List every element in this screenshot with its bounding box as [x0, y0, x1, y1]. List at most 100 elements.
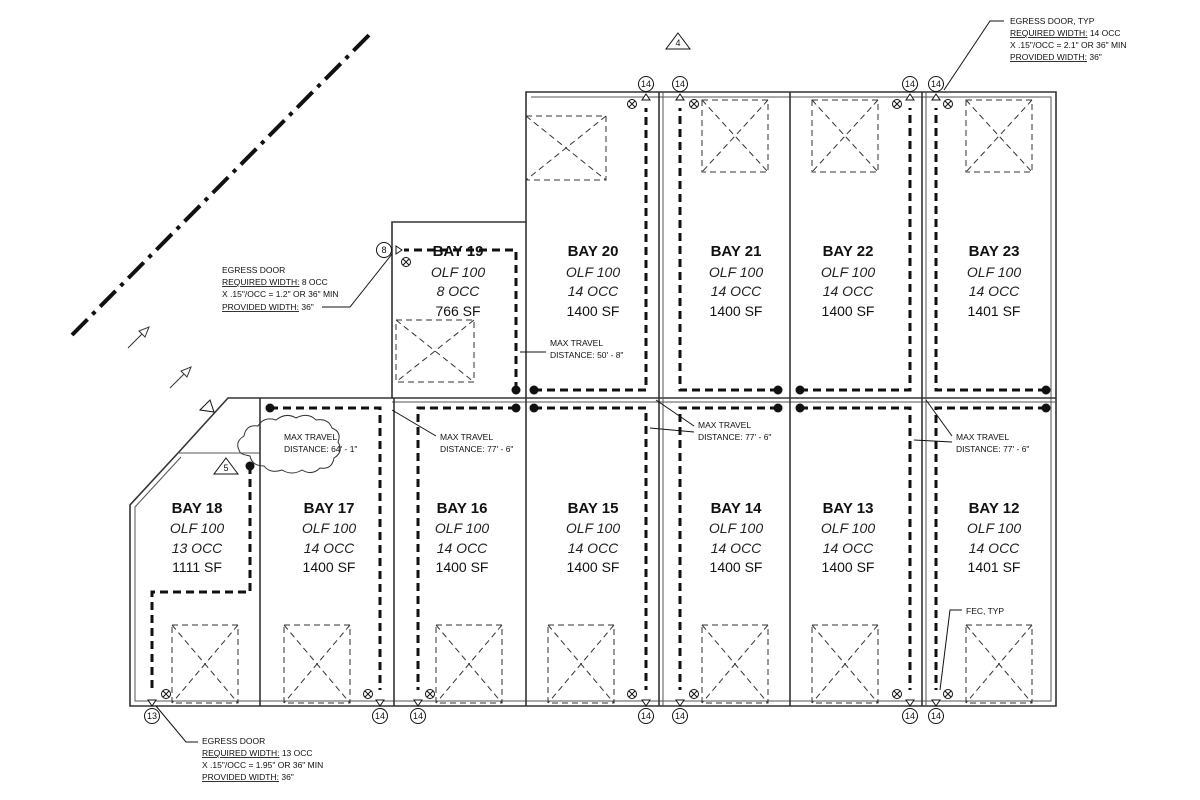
- travel-note-2: MAX TRAVEL DISTANCE: 64' - 1": [284, 432, 357, 454]
- svg-text:14: 14: [413, 711, 423, 721]
- door-icons: [147, 93, 941, 707]
- svg-text:REQUIRED WIDTH: 13 OCC: REQUIRED WIDTH: 13 OCC: [202, 748, 313, 758]
- bay-occ: 14 OCC: [823, 540, 874, 556]
- fire-extinguisher-icons: [161, 99, 953, 699]
- door-tag: 14: [638, 708, 654, 724]
- bay-name: BAY 15: [568, 500, 619, 517]
- svg-text:14: 14: [375, 711, 385, 721]
- bay-occ: 14 OCC: [711, 540, 762, 556]
- svg-text:DISTANCE: 77' - 6": DISTANCE: 77' - 6": [698, 432, 771, 442]
- svg-text:14: 14: [905, 711, 915, 721]
- bay-name: BAY 20: [568, 243, 619, 260]
- travel-note-1: MAX TRAVEL DISTANCE: 50' - 8": [520, 338, 623, 360]
- bay-name: BAY 17: [304, 500, 355, 517]
- bay-label-20: BAY 20 OLF 100 14 OCC 1400 SF: [566, 243, 620, 319]
- bay-occ: 14 OCC: [304, 540, 355, 556]
- door-tag: 14: [672, 76, 688, 92]
- bay-sf: 1400 SF: [567, 559, 620, 575]
- bay-label-21: BAY 21 OLF 100 14 OCC 1400 SF: [709, 243, 763, 319]
- svg-text:MAX TRAVEL: MAX TRAVEL: [284, 432, 337, 442]
- bay-label-16: BAY 16 OLF 100 14 OCC 1400 SF: [435, 500, 489, 575]
- door-tag: 8: [376, 242, 392, 258]
- travel-note-5: MAX TRAVEL DISTANCE: 77' - 6": [913, 399, 1029, 454]
- svg-text:EGRESS DOOR, TYP: EGRESS DOOR, TYP: [1010, 16, 1095, 26]
- door-tag: 14: [902, 708, 918, 724]
- svg-text:DISTANCE: 77' - 6": DISTANCE: 77' - 6": [440, 444, 513, 454]
- bay-olf: OLF 100: [302, 520, 356, 536]
- bay-occ: 8 OCC: [437, 283, 481, 299]
- bay-occ: 14 OCC: [568, 540, 619, 556]
- bay-name: BAY 12: [969, 500, 1020, 517]
- bay-olf: OLF 100: [821, 264, 875, 280]
- bay-sf: 1400 SF: [710, 559, 763, 575]
- bay-label-13: BAY 13 OLF 100 14 OCC 1400 SF: [821, 500, 875, 575]
- svg-text:DISTANCE: 77' - 6": DISTANCE: 77' - 6": [956, 444, 1029, 454]
- revision-tag-left: 5: [213, 457, 239, 475]
- door-tag: 14: [928, 708, 944, 724]
- door-tags: 14 14 14 14 8 13 14 14 14 14 14 14: [144, 76, 944, 724]
- bay-sf: 1400 SF: [822, 303, 875, 319]
- door-tag: 14: [902, 76, 918, 92]
- bay-name: BAY 22: [823, 243, 874, 260]
- svg-text:13: 13: [147, 711, 157, 721]
- bay-occ: 14 OCC: [568, 283, 619, 299]
- revision-cloud: [237, 414, 341, 474]
- travel-note-4: MAX TRAVEL DISTANCE: 77' - 6": [649, 399, 771, 442]
- travel-note-3: MAX TRAVEL DISTANCE: 77' - 6": [391, 409, 513, 454]
- bay-olf: OLF 100: [566, 520, 620, 536]
- svg-text:X .15"/OCC = 1.95" OR 36" MIN: X .15"/OCC = 1.95" OR 36" MIN: [202, 760, 323, 770]
- svg-text:MAX TRAVEL: MAX TRAVEL: [440, 432, 493, 442]
- revision-tag-top: 4: [665, 32, 691, 50]
- bay-sf: 1400 SF: [567, 303, 620, 319]
- bay-name: BAY 18: [172, 500, 223, 517]
- path-origin-dots: [245, 385, 1051, 471]
- building-walls: [129, 91, 1057, 707]
- bay-olf: OLF 100: [566, 264, 620, 280]
- bay-sf: 1401 SF: [968, 559, 1021, 575]
- bay-name: BAY 14: [711, 500, 763, 517]
- svg-text:14: 14: [931, 711, 941, 721]
- bay-olf: OLF 100: [431, 264, 485, 280]
- svg-text:EGRESS DOOR: EGRESS DOOR: [202, 736, 265, 746]
- svg-text:MAX TRAVEL: MAX TRAVEL: [550, 338, 603, 348]
- bay-label-15: BAY 15 OLF 100 14 OCC 1400 SF: [566, 500, 620, 575]
- svg-text:14: 14: [675, 79, 685, 89]
- door-tag: 14: [410, 708, 426, 724]
- svg-text:4: 4: [675, 38, 680, 48]
- svg-text:MAX TRAVEL: MAX TRAVEL: [698, 420, 751, 430]
- property-line: [70, 30, 374, 337]
- egress-paths: [150, 108, 1046, 690]
- svg-text:DISTANCE: 50' - 8": DISTANCE: 50' - 8": [550, 350, 623, 360]
- bay-occ: 14 OCC: [969, 283, 1020, 299]
- egress-note-left: EGRESS DOOR REQUIRED WIDTH: 8 OCC X .15"…: [222, 253, 393, 312]
- bay-label-22: BAY 22 OLF 100 14 OCC 1400 SF: [821, 243, 875, 319]
- door-tag: 14: [672, 708, 688, 724]
- svg-text:PROVIDED WIDTH: 36": PROVIDED WIDTH: 36": [1010, 52, 1102, 62]
- bay-occ: 14 OCC: [969, 540, 1020, 556]
- bay-labels: BAY 19 OLF 100 8 OCC 766 SF BAY 20 OLF 1…: [170, 243, 1021, 575]
- door-tag: 14: [638, 76, 654, 92]
- svg-text:PROVIDED WIDTH: 36": PROVIDED WIDTH: 36": [202, 772, 294, 782]
- bay-name: BAY 21: [711, 243, 762, 260]
- svg-text:8: 8: [381, 245, 386, 255]
- svg-text:14: 14: [641, 79, 651, 89]
- egress-note-top: EGRESS DOOR, TYP REQUIRED WIDTH: 14 OCC …: [943, 16, 1127, 91]
- bay-name: BAY 16: [437, 500, 488, 517]
- door-tag: 14: [372, 708, 388, 724]
- bay-sf: 1111 SF: [172, 559, 222, 575]
- bay-olf: OLF 100: [967, 520, 1021, 536]
- bay-name: BAY 23: [969, 243, 1020, 260]
- svg-text:REQUIRED WIDTH: 14 OCC: REQUIRED WIDTH: 14 OCC: [1010, 28, 1121, 38]
- bay-occ: 13 OCC: [172, 540, 223, 556]
- egress-note-bottom: EGRESS DOOR REQUIRED WIDTH: 13 OCC X .15…: [155, 705, 323, 782]
- door-tag: 14: [928, 76, 944, 92]
- svg-text:14: 14: [641, 711, 651, 721]
- bay-olf: OLF 100: [967, 264, 1021, 280]
- bay-olf: OLF 100: [709, 264, 763, 280]
- fec-note: FEC, TYP: [939, 606, 1004, 691]
- bay-olf: OLF 100: [709, 520, 763, 536]
- arrow-icon: [127, 326, 192, 389]
- bay-olf: OLF 100: [821, 520, 875, 536]
- svg-text:DISTANCE: 64' - 1": DISTANCE: 64' - 1": [284, 444, 357, 454]
